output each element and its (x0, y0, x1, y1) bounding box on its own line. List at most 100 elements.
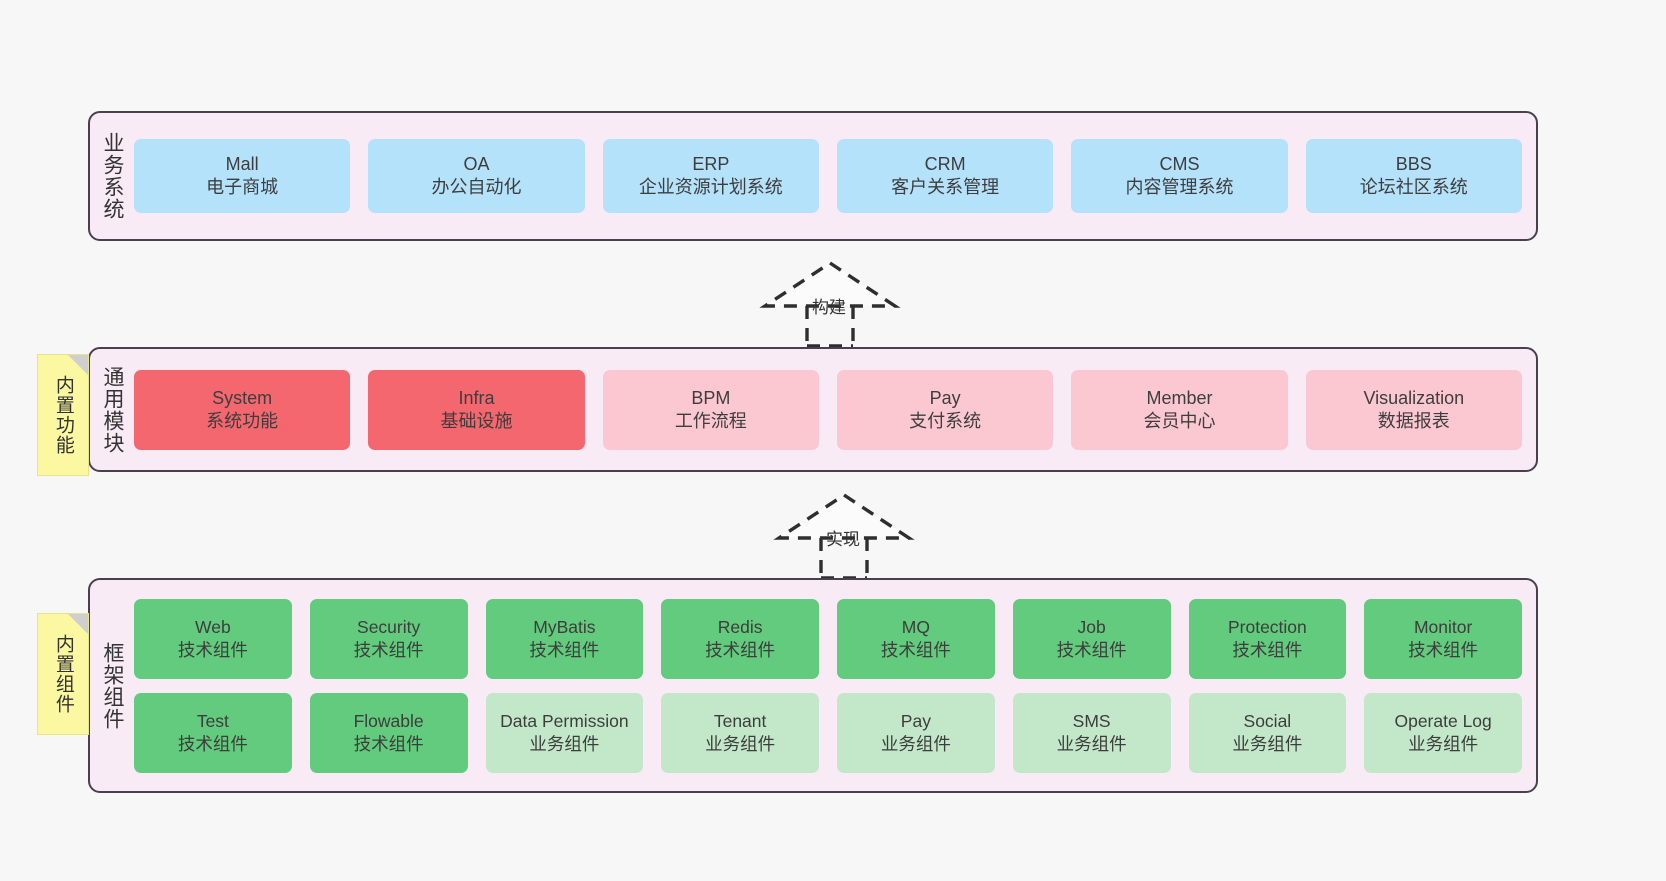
layer-label-framework-components: 框架组件 (100, 641, 124, 730)
node-title: Test (196, 711, 229, 732)
node-title: CMS (1159, 154, 1200, 175)
node-title: Monitor (1413, 617, 1473, 638)
layer-boxes-business-systems: Mall 电子商城 OA 办公自动化 ERP 企业资源计划系统 CRM 客户关系… (134, 113, 1536, 239)
connector-build-label: 构建 (812, 298, 846, 317)
node-protection[interactable]: Protection 技术组件 (1188, 598, 1347, 679)
node-subtitle: 支付系统 (909, 410, 982, 431)
layer-boxes-framework-components: Web 技术组件 Security 技术组件 MyBatis 技术组件 Redi… (134, 580, 1536, 791)
node-subtitle: 业务组件 (1056, 733, 1127, 754)
node-subtitle: 技术组件 (177, 733, 248, 754)
layer-label-common-modules: 通用模块 (100, 365, 124, 454)
node-social[interactable]: Social 业务组件 (1188, 692, 1347, 773)
box-row: Mall 电子商城 OA 办公自动化 ERP 企业资源计划系统 CRM 客户关系… (134, 139, 1522, 213)
node-title: Visualization (1363, 387, 1465, 408)
node-erp[interactable]: ERP 企业资源计划系统 (602, 139, 819, 213)
node-pay-module[interactable]: Pay 支付系统 (836, 369, 1054, 450)
node-title: Job (1077, 617, 1106, 638)
node-subtitle: 业务组件 (1408, 733, 1479, 754)
node-security[interactable]: Security 技术组件 (309, 598, 468, 679)
layer-label-business-systems: 业务系统 (100, 132, 124, 220)
node-subtitle: 基础设施 (440, 410, 513, 431)
node-cms[interactable]: CMS 内容管理系统 (1071, 139, 1288, 213)
connector-implement-label: 实现 (826, 530, 860, 549)
node-bbs[interactable]: BBS 论坛社区系统 (1305, 139, 1522, 213)
node-subtitle: 客户关系管理 (891, 177, 1000, 197)
node-subtitle: 技术组件 (705, 639, 776, 660)
node-title: Web (195, 617, 231, 638)
node-crm[interactable]: CRM 客户关系管理 (836, 139, 1054, 213)
node-subtitle: 技术组件 (1408, 639, 1479, 660)
node-member[interactable]: Member 会员中心 (1071, 369, 1288, 450)
node-title: ERP (692, 154, 730, 175)
node-subtitle: 技术组件 (177, 639, 248, 660)
node-job[interactable]: Job 技术组件 (1012, 598, 1171, 679)
node-subtitle: 数据报表 (1377, 410, 1450, 431)
note-builtin-functions: 内置功能 (37, 354, 89, 476)
layer-boxes-common-modules: System 系统功能 Infra 基础设施 BPM 工作流程 Pay 支付系统… (134, 349, 1536, 470)
node-subtitle: 业务组件 (529, 733, 600, 754)
node-title: Operate Log (1394, 711, 1492, 732)
note-fold-corner-icon (68, 614, 88, 634)
node-data-permission[interactable]: Data Permission 业务组件 (485, 692, 644, 773)
node-subtitle: 企业资源计划系统 (638, 177, 783, 197)
node-title: SMS (1072, 711, 1111, 732)
node-redis[interactable]: Redis 技术组件 (661, 598, 819, 679)
layer-framework-components: 框架组件 Web 技术组件 Security 技术组件 MyBatis 技术组件… (88, 578, 1538, 793)
node-mall[interactable]: Mall 电子商城 (134, 139, 351, 213)
note-fold-corner-icon (68, 355, 88, 375)
node-oa[interactable]: OA 办公自动化 (368, 139, 585, 213)
node-sms[interactable]: SMS 业务组件 (1012, 692, 1171, 773)
node-title: Pay (929, 387, 961, 408)
node-operate-log[interactable]: Operate Log 业务组件 (1364, 692, 1522, 773)
node-title: Data Permission (500, 711, 629, 732)
node-flowable[interactable]: Flowable 技术组件 (309, 692, 468, 773)
node-subtitle: 办公自动化 (431, 177, 522, 197)
node-title: Infra (458, 387, 495, 408)
node-infra[interactable]: Infra 基础设施 (368, 369, 585, 450)
node-subtitle: 技术组件 (1232, 639, 1303, 660)
node-subtitle: 会员中心 (1143, 410, 1216, 431)
node-pay-component[interactable]: Pay 业务组件 (837, 692, 995, 773)
node-title: Flowable (353, 711, 424, 732)
node-subtitle: 技术组件 (529, 639, 600, 660)
node-title: Protection (1227, 617, 1307, 638)
node-web[interactable]: Web 技术组件 (134, 598, 292, 679)
node-title: Security (357, 617, 421, 638)
node-subtitle: 业务组件 (880, 733, 951, 754)
node-monitor[interactable]: Monitor 技术组件 (1364, 598, 1522, 679)
layer-common-modules: 通用模块 System 系统功能 Infra 基础设施 BPM 工作流程 Pay… (88, 347, 1538, 472)
node-title: System (212, 387, 273, 408)
node-subtitle: 电子商城 (206, 177, 279, 197)
node-title: MQ (901, 617, 930, 638)
node-subtitle: 内容管理系统 (1125, 177, 1234, 197)
node-title: BPM (691, 387, 731, 408)
box-row: Web 技术组件 Security 技术组件 MyBatis 技术组件 Redi… (134, 598, 1522, 679)
node-visualization[interactable]: Visualization 数据报表 (1305, 369, 1522, 450)
node-subtitle: 业务组件 (705, 733, 776, 754)
node-mybatis[interactable]: MyBatis 技术组件 (485, 598, 644, 679)
node-title: Tenant (713, 711, 767, 732)
node-subtitle: 技术组件 (1056, 639, 1127, 660)
box-row: System 系统功能 Infra 基础设施 BPM 工作流程 Pay 支付系统… (134, 369, 1522, 450)
node-subtitle: 技术组件 (353, 733, 424, 754)
node-subtitle: 工作流程 (674, 410, 747, 431)
node-system[interactable]: System 系统功能 (134, 369, 351, 450)
node-subtitle: 业务组件 (1232, 733, 1303, 754)
note-builtin-components: 内置组件 (37, 613, 89, 735)
node-bpm[interactable]: BPM 工作流程 (602, 369, 819, 450)
node-subtitle: 技术组件 (880, 639, 951, 660)
node-tenant[interactable]: Tenant 业务组件 (661, 692, 819, 773)
node-title: CRM (924, 154, 966, 175)
node-title: Pay (900, 711, 931, 732)
node-subtitle: 系统功能 (206, 410, 279, 431)
node-mq[interactable]: MQ 技术组件 (837, 598, 995, 679)
node-title: Redis (717, 617, 763, 638)
layer-business-systems: 业务系统 Mall 电子商城 OA 办公自动化 ERP 企业资源计划系统 CRM… (88, 111, 1538, 241)
box-row: Test 技术组件 Flowable 技术组件 Data Permission … (134, 692, 1522, 773)
node-title: Social (1243, 711, 1292, 732)
note-label: 内置功能 (52, 375, 74, 455)
node-title: Mall (225, 154, 259, 175)
node-title: BBS (1395, 154, 1432, 175)
node-test[interactable]: Test 技术组件 (134, 692, 292, 773)
